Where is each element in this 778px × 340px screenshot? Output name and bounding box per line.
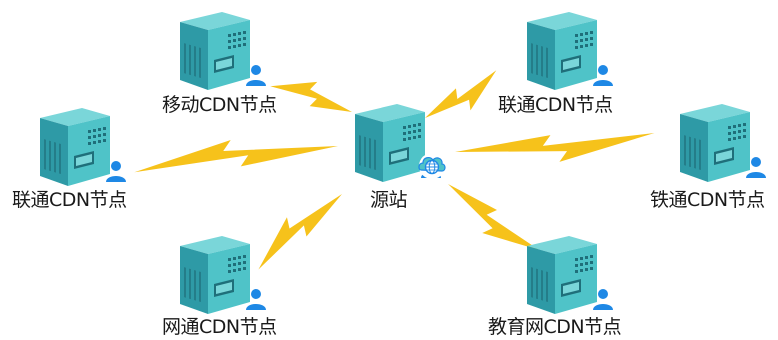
server-education-icon bbox=[527, 236, 613, 314]
server-railcom-icon bbox=[680, 104, 766, 182]
node-label-unicom-top: 联通CDN节点 bbox=[498, 94, 613, 116]
bolt-mobile bbox=[269, 64, 358, 124]
origin-label: 源站 bbox=[370, 189, 408, 211]
node-label-railcom: 铁通CDN节点 bbox=[650, 189, 765, 211]
globe-cloud-icon bbox=[418, 153, 446, 179]
node-label-mobile: 移动CDN节点 bbox=[162, 94, 277, 116]
node-label-netcom: 网通CDN节点 bbox=[162, 316, 277, 338]
node-label-education: 教育网CDN节点 bbox=[488, 316, 622, 338]
node-label-unicom-left: 联通CDN节点 bbox=[12, 189, 127, 211]
bolt-railcom bbox=[454, 131, 656, 166]
server-unicom-left-icon bbox=[40, 108, 126, 186]
server-unicom-top-icon bbox=[527, 12, 613, 90]
bolt-unicom-right bbox=[419, 69, 508, 130]
server-mobile-icon bbox=[180, 12, 266, 90]
bolt-unicom-left bbox=[132, 132, 339, 174]
bolt-netcom bbox=[243, 183, 350, 271]
server-netcom-icon bbox=[180, 236, 266, 314]
bolt-education bbox=[438, 173, 541, 269]
